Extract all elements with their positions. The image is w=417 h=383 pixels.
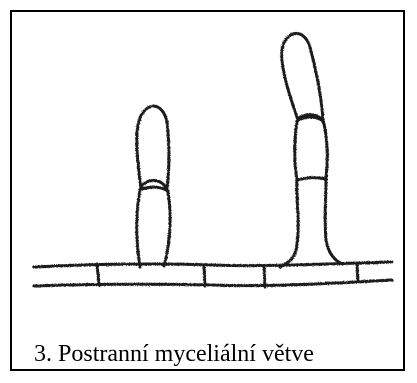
- lateral-branch-left: [137, 106, 170, 267]
- mycelium-illustration: [12, 12, 407, 312]
- figure-frame: 3. Postranní myceliální větve: [10, 10, 405, 371]
- figure-caption: 3. Postranní myceliální větve: [34, 339, 314, 369]
- lateral-branch-right: [280, 33, 342, 267]
- main-hypha: [34, 262, 392, 287]
